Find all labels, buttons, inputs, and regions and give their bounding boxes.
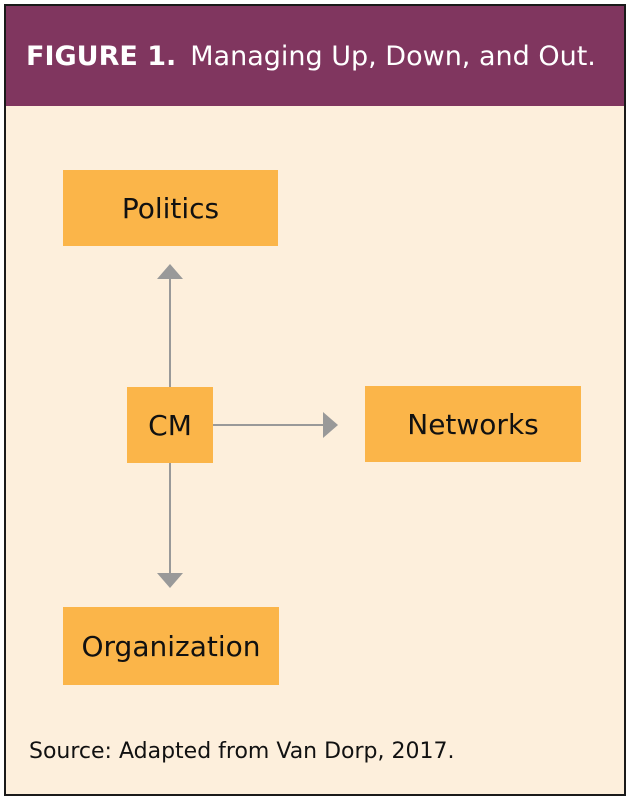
arrowhead-down-icon [157,573,183,588]
arrowhead-up-icon [157,264,183,279]
figure-title: Managing Up, Down, and Out. [190,40,596,72]
connector-arrows [157,264,338,588]
arrowhead-right-icon [323,412,338,438]
node-politics: Politics [63,170,278,246]
figure-panel: FIGURE 1. Managing Up, Down, and Out. Po… [4,4,626,796]
node-networks: Networks [365,386,581,462]
figure-label: FIGURE 1. [26,40,177,72]
source-note: Source: Adapted from Van Dorp, 2017. [29,739,455,764]
node-organization: Organization [63,607,279,685]
node-cm: CM [127,387,213,463]
figure-header: FIGURE 1. Managing Up, Down, and Out. [6,6,624,106]
